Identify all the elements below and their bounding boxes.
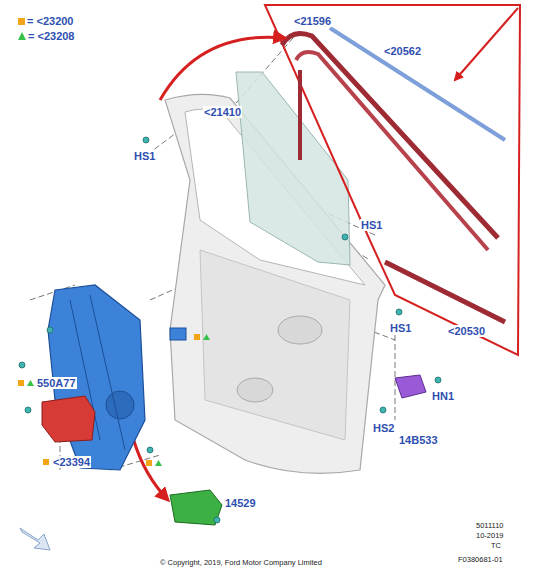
legend-entry: = <23200 bbox=[18, 15, 74, 27]
door-latch bbox=[170, 490, 222, 525]
callout-number: <23394 bbox=[52, 456, 91, 468]
view-arrow bbox=[20, 528, 50, 550]
callout-number: <21410 bbox=[203, 106, 242, 118]
run-channel bbox=[298, 70, 302, 160]
legend-triangle bbox=[18, 32, 26, 40]
callout-number: <20562 bbox=[383, 45, 422, 57]
footer-note: 5011110 bbox=[476, 522, 504, 530]
belt-seal bbox=[385, 262, 505, 322]
legend-text: = <23200 bbox=[27, 15, 74, 27]
footer-note: 10-2019 bbox=[476, 532, 504, 540]
panel-hole bbox=[278, 316, 322, 344]
regulator-motor bbox=[42, 396, 95, 442]
legend-entry: = <23208 bbox=[18, 30, 75, 42]
code-markers bbox=[18, 334, 210, 466]
group-frame bbox=[265, 5, 520, 355]
callout-number: HS1 bbox=[360, 219, 383, 231]
run-channel bbox=[296, 52, 488, 250]
callout-number: HN1 bbox=[431, 390, 455, 402]
callout-number: 14529 bbox=[224, 497, 257, 509]
callout-number: 550A77 bbox=[36, 377, 77, 389]
screws bbox=[19, 137, 441, 523]
inner-panel bbox=[200, 250, 350, 440]
callout-number: <20530 bbox=[447, 325, 486, 337]
footer-note: TC bbox=[491, 542, 501, 550]
panel-hole bbox=[237, 378, 273, 402]
callout-number: HS1 bbox=[133, 150, 156, 162]
legend-text: = <23208 bbox=[28, 30, 75, 42]
callout-number: HS1 bbox=[389, 322, 412, 334]
callout-number: <21596 bbox=[293, 15, 332, 27]
weatherstrip bbox=[330, 28, 505, 140]
footer-note: F0380681-01 bbox=[458, 556, 503, 564]
bracket bbox=[170, 328, 186, 340]
footer-note: © Copyright, 2019, Ford Motor Company Li… bbox=[160, 559, 322, 567]
regulator-drum bbox=[106, 391, 134, 419]
legend-swatch bbox=[18, 18, 25, 25]
door-glass bbox=[236, 72, 350, 265]
handle-bracket bbox=[395, 375, 426, 398]
pointer-arrow bbox=[455, 8, 518, 80]
pointer-arrow bbox=[160, 37, 285, 100]
callout-number: 14B533 bbox=[398, 434, 439, 446]
callout-number: HS2 bbox=[372, 422, 395, 434]
